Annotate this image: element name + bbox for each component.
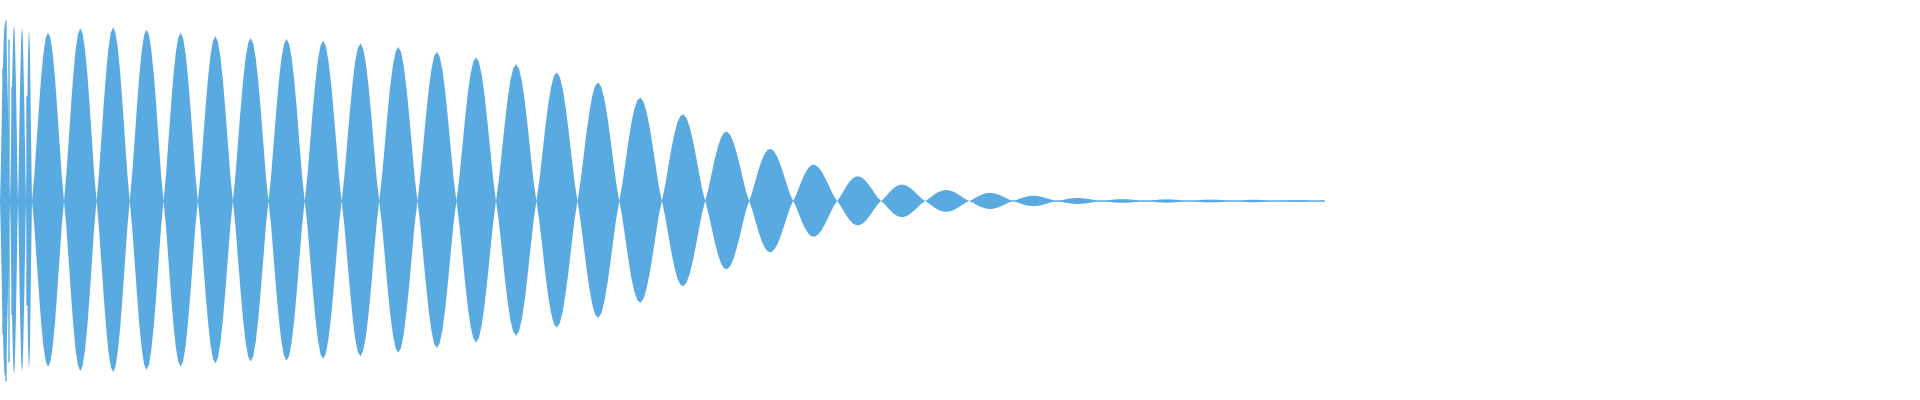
- waveform-fill: [0, 22, 1325, 378]
- waveform-shape: [0, 20, 1325, 382]
